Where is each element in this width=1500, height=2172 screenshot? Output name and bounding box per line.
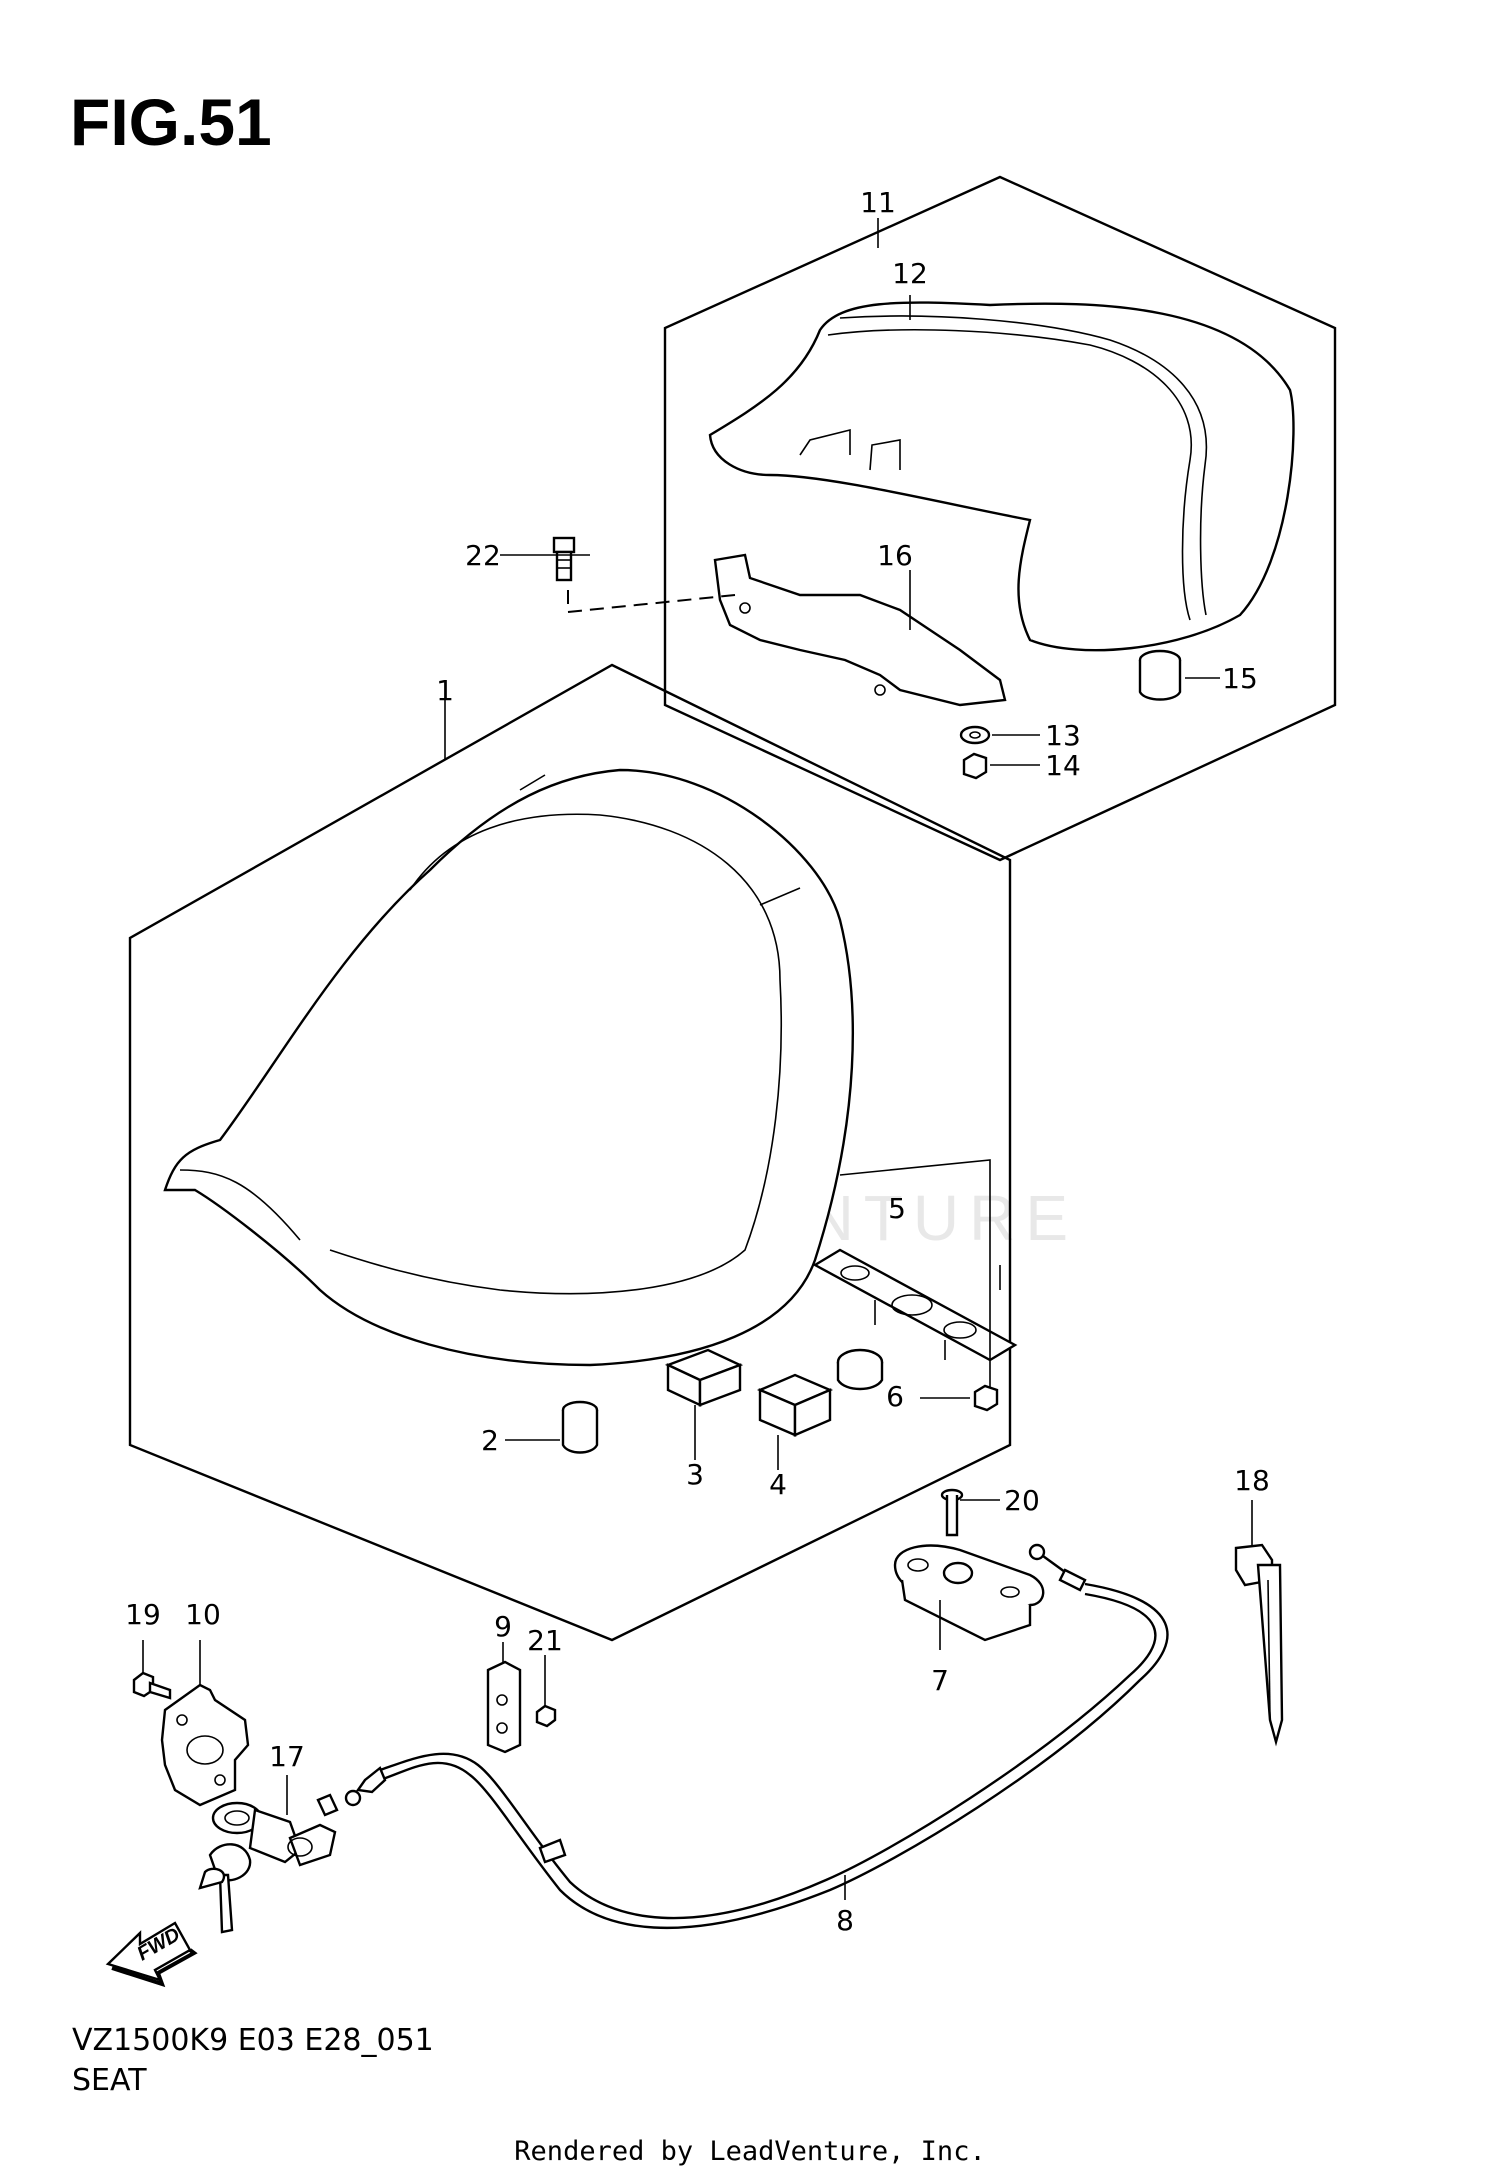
callout-13: 13 bbox=[1045, 719, 1081, 752]
washer-13 bbox=[959, 725, 991, 745]
callout-16: 16 bbox=[877, 539, 913, 572]
cushion-unlabeled bbox=[836, 1348, 884, 1391]
callout-6: 6 bbox=[886, 1380, 904, 1413]
callout-9: 9 bbox=[494, 1610, 512, 1643]
callout-1: 1 bbox=[436, 674, 454, 707]
figure-model-code: VZ1500K9 E03 E28_051 bbox=[72, 2023, 434, 2058]
pad-3 bbox=[664, 1348, 744, 1407]
cushion-15 bbox=[1138, 649, 1182, 701]
front-seat bbox=[163, 768, 854, 1367]
callout-21: 21 bbox=[527, 1624, 563, 1657]
callout-4: 4 bbox=[769, 1468, 787, 1501]
callout-19: 19 bbox=[125, 1598, 161, 1631]
nut-6 bbox=[973, 1384, 999, 1412]
callout-3: 3 bbox=[686, 1458, 704, 1491]
callout-17: 17 bbox=[269, 1740, 305, 1773]
callout-22: 22 bbox=[465, 539, 501, 572]
cable-tie-18 bbox=[1234, 1543, 1284, 1747]
callout-7: 7 bbox=[931, 1664, 949, 1697]
callout-12: 12 bbox=[892, 257, 928, 290]
bolt-19 bbox=[132, 1671, 172, 1700]
cushion-2 bbox=[561, 1400, 599, 1454]
seat-latch-7 bbox=[893, 1544, 1045, 1642]
figure-name: SEAT bbox=[72, 2063, 147, 2098]
callout-14: 14 bbox=[1045, 749, 1081, 782]
footer-credit: Rendered by LeadVenture, Inc. bbox=[514, 2136, 985, 2167]
callout-10: 10 bbox=[185, 1598, 221, 1631]
bolt-22 bbox=[552, 536, 576, 582]
screw-21 bbox=[535, 1704, 557, 1728]
callout-11: 11 bbox=[860, 186, 896, 219]
callout-5: 5 bbox=[888, 1192, 906, 1225]
figure-title: FIG.51 bbox=[70, 85, 272, 159]
callout-8: 8 bbox=[836, 1904, 854, 1937]
bracket-9 bbox=[486, 1660, 522, 1754]
nut-14 bbox=[962, 752, 988, 780]
callout-labels: 1 2 3 4 5 6 7 8 9 10 11 12 13 14 15 16 1… bbox=[125, 186, 1270, 1937]
rear-seat-group-frame bbox=[663, 175, 1337, 862]
seat-lock-set-17 bbox=[198, 1793, 339, 1934]
callout-15: 15 bbox=[1222, 662, 1258, 695]
callout-20: 20 bbox=[1004, 1484, 1040, 1517]
rear-seat-bracket bbox=[713, 553, 1007, 707]
screw-20 bbox=[940, 1488, 964, 1537]
fwd-arrow: FWD bbox=[105, 1921, 198, 1988]
seat-bracket-5 bbox=[812, 1248, 1018, 1362]
seat-lock-cable-8 bbox=[344, 1543, 1169, 1930]
pad-4 bbox=[756, 1373, 834, 1437]
lock-bracket-10 bbox=[160, 1683, 250, 1807]
callout-18: 18 bbox=[1234, 1464, 1270, 1497]
rear-seat bbox=[708, 301, 1295, 652]
front-seat-group-frame bbox=[128, 663, 1012, 1642]
callout-2: 2 bbox=[481, 1424, 499, 1457]
